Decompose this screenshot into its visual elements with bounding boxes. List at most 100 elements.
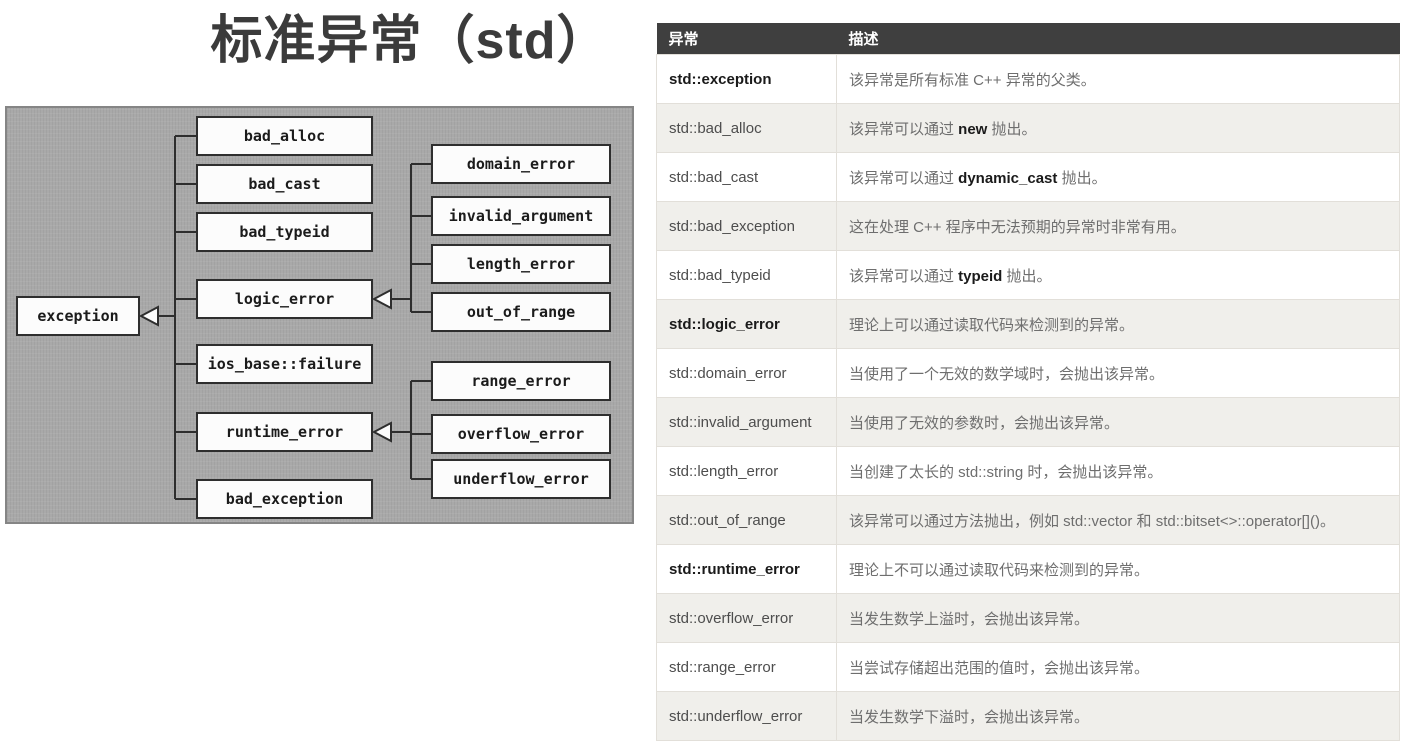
- exception-name-cell: std::range_error: [656, 642, 837, 692]
- desc-text: 抛出。: [987, 120, 1037, 138]
- exception-desc-cell: 当发生数学下溢时，会抛出该异常。: [836, 691, 1400, 741]
- exception-name-cell: std::bad_alloc: [656, 103, 837, 153]
- desc-text: 该异常可以通过: [849, 267, 959, 285]
- table-row: std::domain_error 当使用了一个无效的数学域时，会抛出该异常。: [656, 348, 1400, 398]
- diagram-node-bad_typeid: [196, 212, 373, 252]
- exception-name-cell: std::bad_cast: [656, 152, 837, 202]
- desc-keyword: new: [958, 120, 988, 138]
- diagram-node-label: length_error: [467, 255, 575, 273]
- diagram-node-invalid_argument: [431, 196, 611, 236]
- table-header: 异常 描述: [656, 23, 1400, 55]
- diagram-node-overflow_error: [431, 414, 611, 454]
- exception-desc-cell: 当使用了一个无效的数学域时，会抛出该异常。: [836, 348, 1400, 398]
- table-row: std::overflow_error 当发生数学上溢时，会抛出该异常。: [656, 593, 1400, 643]
- exception-desc-cell: 当尝试存储超出范围的值时，会抛出该异常。: [836, 642, 1400, 692]
- table-row: std::range_error 当尝试存储超出范围的值时，会抛出该异常。: [656, 642, 1400, 692]
- diagram-node-bad_alloc: [196, 116, 373, 156]
- diagram-node-range_error: [431, 361, 611, 401]
- desc-text: 抛出。: [1057, 169, 1107, 187]
- diagram-node-label: logic_error: [235, 290, 334, 308]
- diagram-node-label: overflow_error: [458, 425, 584, 443]
- desc-text: 当创建了太长的 std::string 时，会抛出该异常。: [849, 463, 1163, 481]
- exception-desc-cell: 该异常可以通过 new 抛出。: [836, 103, 1400, 153]
- exception-name-cell: std::out_of_range: [656, 495, 837, 545]
- table-row: std::out_of_range 该异常可以通过方法抛出，例如 std::vec…: [656, 495, 1400, 545]
- exception-name-cell: std::logic_error: [656, 299, 837, 349]
- exception-desc-cell: 该异常可以通过 typeid 抛出。: [836, 250, 1400, 300]
- page-title: 标准异常（std）: [210, 12, 610, 70]
- exception-desc-cell: 理论上不可以通过读取代码来检测到的异常。: [836, 544, 1400, 594]
- desc-keyword: typeid: [958, 267, 1003, 285]
- desc-text: 抛出。: [1002, 267, 1052, 285]
- diagram-node-underflow_error: [431, 459, 611, 499]
- desc-text: 当使用了无效的参数时，会抛出该异常。: [849, 414, 1120, 432]
- table-row: std::runtime_error 理论上不可以通过读取代码来检测到的异常。: [656, 544, 1400, 594]
- exception-name-cell: std::bad_typeid: [656, 250, 837, 300]
- exception-name-cell: std::domain_error: [656, 348, 837, 398]
- diagram-node-ios_base--failure: [196, 344, 373, 384]
- diagram-node-label: exception: [37, 307, 118, 325]
- exception-name-cell: std::invalid_argument: [656, 397, 837, 447]
- diagram-node-bad_exception: [196, 479, 373, 519]
- diagram-node-length_error: [431, 244, 611, 284]
- table-row: std::logic_error 理论上可以通过读取代码来检测到的异常。: [656, 299, 1400, 349]
- column-header-description: 描述: [836, 23, 1400, 55]
- diagram-node-label: bad_typeid: [239, 223, 329, 241]
- diagram-node-label: runtime_error: [226, 423, 343, 441]
- diagram-node-label: bad_alloc: [244, 127, 325, 145]
- desc-text: 理论上可以通过读取代码来检测到的异常。: [849, 316, 1135, 334]
- diagram-node-label: domain_error: [467, 155, 575, 173]
- exception-name-cell: std::length_error: [656, 446, 837, 496]
- desc-text: 当发生数学下溢时，会抛出该异常。: [849, 708, 1090, 726]
- desc-text: 理论上不可以通过读取代码来检测到的异常。: [849, 561, 1150, 579]
- desc-text: 该异常是所有标准 C++ 异常的父类。: [849, 71, 1096, 89]
- diagram-node-out_of_range: [431, 292, 611, 332]
- desc-text: 当尝试存储超出范围的值时，会抛出该异常。: [849, 659, 1150, 677]
- exception-desc-cell: 这在处理 C++ 程序中无法预期的异常时非常有用。: [836, 201, 1400, 251]
- inheritance-arrow-icon: [138, 305, 159, 327]
- exception-hierarchy-svg: exception bad_alloc bad_cast bad_typeidlogi…: [16, 116, 611, 519]
- desc-text: 这在处理 C++ 程序中无法预期的异常时非常有用。: [849, 218, 1186, 236]
- exception-desc-cell: 当发生数学上溢时，会抛出该异常。: [836, 593, 1400, 643]
- diagram-node-label: bad_exception: [226, 490, 343, 508]
- exception-name-cell: std::exception: [656, 54, 837, 104]
- diagram-node-label: out_of_range: [467, 303, 575, 321]
- desc-text: 当发生数学上溢时，会抛出该异常。: [849, 610, 1090, 628]
- exception-desc-cell: 当使用了无效的参数时，会抛出该异常。: [836, 397, 1400, 447]
- inheritance-arrow-icon: [371, 288, 392, 310]
- table-row: std::length_error 当创建了太长的 std::string 时，会…: [656, 446, 1400, 496]
- diagram-node-domain_error: [431, 144, 611, 184]
- diagram-node-label: underflow_error: [453, 470, 588, 488]
- desc-text: 当使用了一个无效的数学域时，会抛出该异常。: [849, 365, 1165, 383]
- table-row: std::invalid_argument 当使用了无效的参数时，会抛出该异常。: [656, 397, 1400, 447]
- desc-text: 该异常可以通过: [849, 169, 959, 187]
- table-row: std::bad_exception 这在处理 C++ 程序中无法预期的异常时非常…: [656, 201, 1400, 251]
- table-row: std::exception 该异常是所有标准 C++ 异常的父类。: [656, 54, 1400, 104]
- column-header-exception: 异常: [656, 23, 837, 55]
- exception-name-cell: std::bad_exception: [656, 201, 837, 251]
- exception-desc-cell: 当创建了太长的 std::string 时，会抛出该异常。: [836, 446, 1400, 496]
- diagram-node-label: bad_cast: [248, 175, 320, 193]
- desc-text: 该异常可以通过: [849, 120, 959, 138]
- inheritance-arrow-icon: [371, 421, 392, 443]
- table-row: std::underflow_error 当发生数学下溢时，会抛出该异常。: [656, 691, 1400, 741]
- desc-keyword: dynamic_cast: [958, 169, 1058, 187]
- exception-desc-cell: 理论上可以通过读取代码来检测到的异常。: [836, 299, 1400, 349]
- diagram-node-label: range_error: [471, 372, 570, 390]
- diagram-node-label: invalid_argument: [449, 207, 594, 225]
- exception-name-cell: std::underflow_error: [656, 691, 837, 741]
- exception-name-cell: std::overflow_error: [656, 593, 837, 643]
- desc-text: 该异常可以通过方法抛出，例如 std::vector 和 std::bitset…: [849, 512, 1335, 530]
- diagram-node-bad_cast: [196, 164, 373, 204]
- diagram-node-exception: [16, 296, 140, 336]
- exception-name-cell: std::runtime_error: [656, 544, 837, 594]
- exception-desc-cell: 该异常可以通过 dynamic_cast 抛出。: [836, 152, 1400, 202]
- exception-desc-cell: 该异常可以通过方法抛出，例如 std::vector 和 std::bitset…: [836, 495, 1400, 545]
- exception-desc-cell: 该异常是所有标准 C++ 异常的父类。: [836, 54, 1400, 104]
- diagram-node-label: ios_base::failure: [208, 355, 362, 373]
